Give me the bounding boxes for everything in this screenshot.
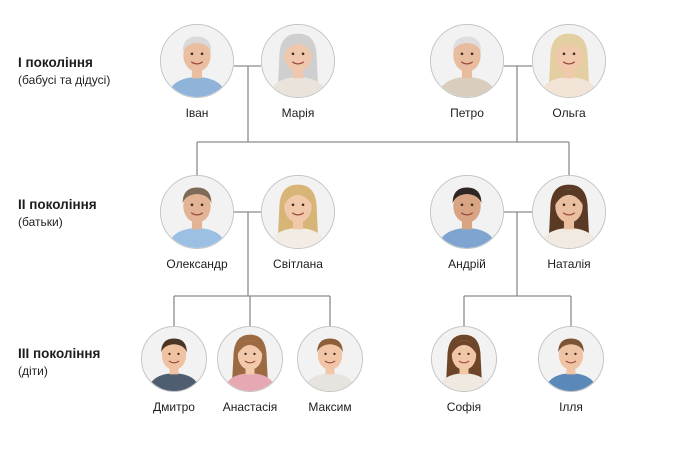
person-olha: Ольга xyxy=(499,24,639,120)
person-ivan: Іван xyxy=(127,24,267,120)
man-photo-icon xyxy=(160,175,234,249)
generation-2-label: II покоління (батьки) xyxy=(18,196,97,230)
girl-photo-icon xyxy=(431,326,497,392)
person-name: Петро xyxy=(450,106,484,120)
generation-3-title: III покоління xyxy=(18,346,101,361)
person-name: Ілля xyxy=(559,400,583,414)
person-sofiia: Софія xyxy=(394,326,534,414)
woman-photo-icon xyxy=(261,175,335,249)
person-andrii: Андрій xyxy=(397,175,537,271)
generation-1-title: I покоління xyxy=(18,55,93,70)
man-photo-icon xyxy=(430,175,504,249)
woman-photo-icon xyxy=(532,175,606,249)
elderly-man-photo-icon xyxy=(430,24,504,98)
person-name: Олександр xyxy=(166,257,228,271)
person-name: Максим xyxy=(308,400,352,414)
generation-2-title: II покоління xyxy=(18,197,97,212)
person-svitlana: Світлана xyxy=(228,175,368,271)
boy-photo-icon xyxy=(297,326,363,392)
boy-photo-icon xyxy=(538,326,604,392)
boy-photo-icon xyxy=(141,326,207,392)
person-nataliia: Наталія xyxy=(499,175,639,271)
person-name: Дмитро xyxy=(153,400,195,414)
person-name: Світлана xyxy=(273,257,323,271)
person-name: Андрій xyxy=(448,257,486,271)
generation-1-subtitle: (бабусі та дідусі) xyxy=(18,73,111,87)
person-name: Іван xyxy=(185,106,209,120)
person-name: Софія xyxy=(446,400,482,414)
generation-3-label: III покоління (діти) xyxy=(18,345,100,379)
elderly-woman-photo-icon xyxy=(261,24,335,98)
person-name: Ольга xyxy=(552,106,586,120)
person-illia: Ілля xyxy=(501,326,641,414)
person-name: Наталія xyxy=(547,257,591,271)
girl-photo-icon xyxy=(217,326,283,392)
person-anastasiia: Анастасія xyxy=(180,326,320,414)
elderly-woman-photo-icon xyxy=(532,24,606,98)
person-mariia: Марія xyxy=(228,24,368,120)
person-oleksandr: Олександр xyxy=(127,175,267,271)
person-petro: Петро xyxy=(397,24,537,120)
person-dmytro: Дмитро xyxy=(104,326,244,414)
generation-1-label: I покоління (бабусі та дідусі) xyxy=(18,54,110,88)
person-name: Марія xyxy=(281,106,315,120)
elderly-man-photo-icon xyxy=(160,24,234,98)
person-name: Анастасія xyxy=(222,400,278,414)
generation-3-subtitle: (діти) xyxy=(18,364,48,378)
person-maksym: Максим xyxy=(260,326,400,414)
generation-2-subtitle: (батьки) xyxy=(18,215,63,229)
